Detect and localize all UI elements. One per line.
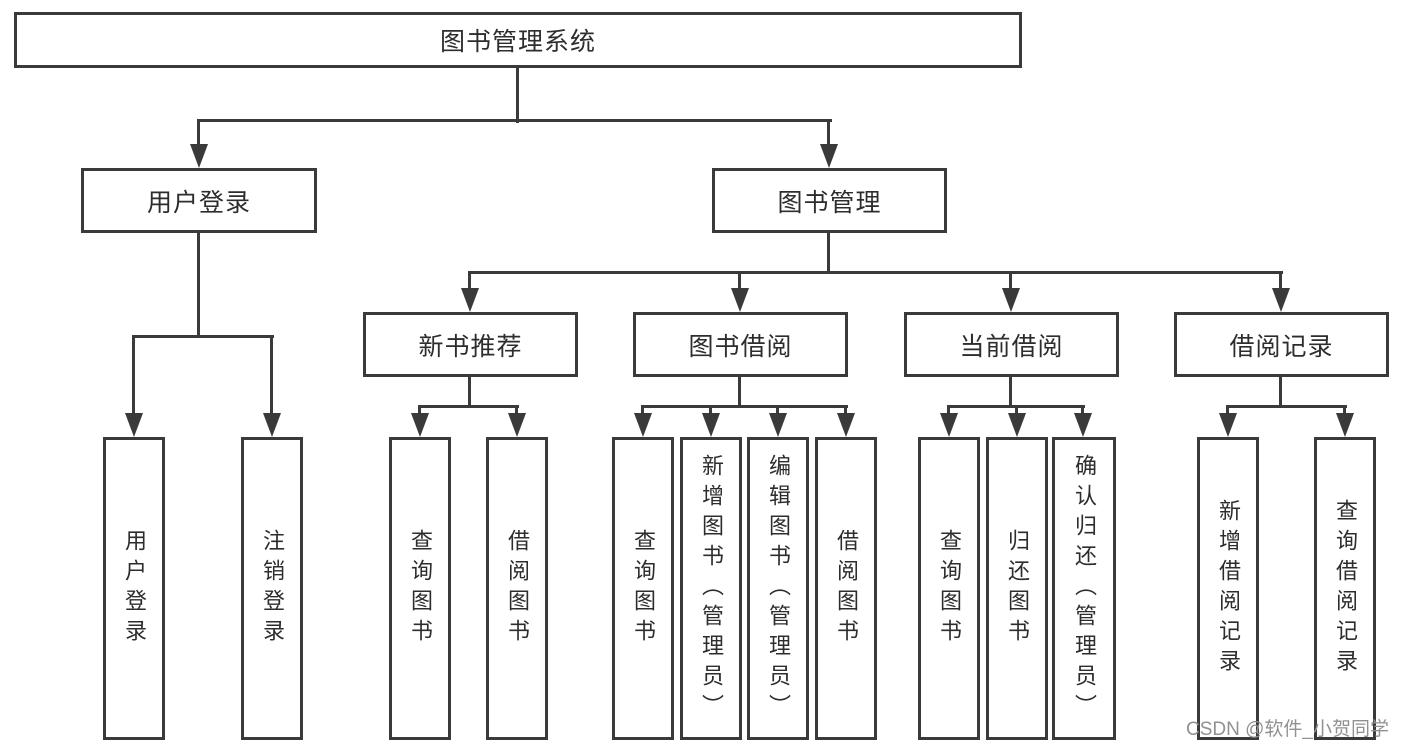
node-leaf-label: 归还图书 xyxy=(1005,528,1030,649)
connector-drop-leaf xyxy=(709,405,712,419)
arrow-down-icon xyxy=(1219,413,1237,437)
arrow-down-icon xyxy=(411,413,429,437)
node-book-mgmt: 图书管理 xyxy=(712,168,947,233)
node-book-mgmt-label: 图书管理 xyxy=(777,188,882,217)
node-book-borrow-label: 图书借阅 xyxy=(688,332,793,361)
arrow-down-icon xyxy=(1008,413,1026,437)
arrow-down-icon xyxy=(837,413,855,437)
arrow-down-icon xyxy=(634,413,652,437)
node-leaf-label: 借阅图书 xyxy=(505,528,530,649)
connector-drop-leaf xyxy=(1081,405,1084,419)
arrow-down-icon xyxy=(940,413,958,437)
arrow-down-icon xyxy=(769,413,787,437)
connector-drop-leaf xyxy=(515,405,518,419)
watermark: CSDN @软件_小贺同学 xyxy=(1186,719,1389,740)
connector-book-mgmt-bar xyxy=(468,271,1283,274)
arrow-down-icon xyxy=(1336,413,1354,437)
node-leaf-label: 注销登录 xyxy=(260,528,285,649)
node-leaf-query-books-current: 查询图书 xyxy=(918,437,980,740)
connector-drop-leaf xyxy=(1015,405,1018,419)
connector-drop-user-login xyxy=(197,119,200,153)
arrow-down-icon xyxy=(263,413,281,437)
connector-drop-leaf xyxy=(270,335,273,420)
node-user-login: 用户登录 xyxy=(81,168,317,233)
connector-drop-leaf xyxy=(1343,405,1346,419)
node-current-borrow: 当前借阅 xyxy=(904,312,1119,377)
node-leaf-label: 借阅图书 xyxy=(834,528,859,649)
node-borrow-records: 借阅记录 xyxy=(1174,312,1389,377)
arrow-down-icon xyxy=(190,144,208,168)
node-root: 图书管理系统 xyxy=(14,12,1022,68)
connector-user-login-bar xyxy=(132,335,274,338)
node-leaf-label: 用户登录 xyxy=(122,528,147,649)
node-leaf-label: 编辑图书（管理员） xyxy=(766,453,791,724)
connector-current-borrow-stem xyxy=(1009,377,1012,408)
node-leaf-query-borrow-record: 查询借阅记录 xyxy=(1314,437,1376,740)
node-leaf-query-books-rec: 查询图书 xyxy=(389,437,451,740)
node-leaf-add-borrow-record: 新增借阅记录 xyxy=(1197,437,1259,740)
node-root-label: 图书管理系统 xyxy=(439,28,596,56)
connector-drop-leaf xyxy=(132,335,135,420)
node-user-login-label: 用户登录 xyxy=(146,188,251,217)
connector-book-borrow-stem xyxy=(738,377,741,408)
connector-new-rec-stem xyxy=(468,377,471,408)
connector-root-bar xyxy=(197,119,832,122)
arrow-down-icon xyxy=(1002,288,1020,312)
node-leaf-borrow-books: 借阅图书 xyxy=(815,437,877,740)
node-leaf-user-login: 用户登录 xyxy=(103,437,165,740)
connector-user-login-stem xyxy=(197,233,200,338)
arrow-down-icon xyxy=(1272,288,1290,312)
node-leaf-label: 新增借阅记录 xyxy=(1216,498,1241,679)
node-leaf-edit-books-admin: 编辑图书（管理员） xyxy=(747,437,809,740)
connector-drop-book-mgmt xyxy=(827,119,830,153)
connector-drop-leaf xyxy=(844,405,847,419)
node-leaf-confirm-return-admin: 确认归还（管理员） xyxy=(1052,437,1116,740)
node-book-borrow: 图书借阅 xyxy=(633,312,848,377)
connector-borrow-records-bar xyxy=(1226,405,1347,408)
connector-borrow-records-stem xyxy=(1279,377,1282,408)
arrow-down-icon xyxy=(1074,413,1092,437)
connector-drop-new-rec xyxy=(468,271,471,291)
arrow-down-icon xyxy=(508,413,526,437)
node-leaf-label: 查询图书 xyxy=(408,528,433,649)
node-leaf-label: 查询借阅记录 xyxy=(1333,498,1358,679)
connector-book-borrow-bar xyxy=(641,405,848,408)
node-leaf-borrow-books-rec: 借阅图书 xyxy=(486,437,548,740)
node-leaf-return-books: 归还图书 xyxy=(986,437,1048,740)
node-leaf-label: 新增图书（管理员） xyxy=(699,453,724,724)
connector-drop-leaf xyxy=(1226,405,1229,419)
node-leaf-add-books-admin: 新增图书（管理员） xyxy=(680,437,742,740)
node-new-book-rec-label: 新书推荐 xyxy=(418,332,523,361)
node-leaf-label: 确认归还（管理员） xyxy=(1072,453,1097,724)
node-current-borrow-label: 当前借阅 xyxy=(959,332,1064,361)
node-borrow-records-label: 借阅记录 xyxy=(1229,332,1334,361)
arrow-down-icon xyxy=(461,288,479,312)
connector-drop-leaf xyxy=(776,405,779,419)
arrow-down-icon xyxy=(731,288,749,312)
node-leaf-logout: 注销登录 xyxy=(241,437,303,740)
connector-drop-leaf xyxy=(947,405,950,419)
connector-drop-borrow-records xyxy=(1279,271,1282,291)
connector-new-rec-bar xyxy=(418,405,519,408)
arrow-down-icon xyxy=(702,413,720,437)
connector-drop-leaf xyxy=(418,405,421,419)
connector-drop-book-borrow xyxy=(738,271,741,291)
connector-drop-leaf xyxy=(641,405,644,419)
arrow-down-icon xyxy=(125,413,143,437)
connector-drop-current-borrow xyxy=(1009,271,1012,291)
node-leaf-label: 查询图书 xyxy=(631,528,656,649)
connector-root-stem xyxy=(516,67,519,123)
node-new-book-rec: 新书推荐 xyxy=(363,312,578,377)
connector-book-mgmt-stem xyxy=(827,233,830,274)
node-leaf-query-books-borrow: 查询图书 xyxy=(612,437,674,740)
arrow-down-icon xyxy=(820,144,838,168)
node-leaf-label: 查询图书 xyxy=(937,528,962,649)
